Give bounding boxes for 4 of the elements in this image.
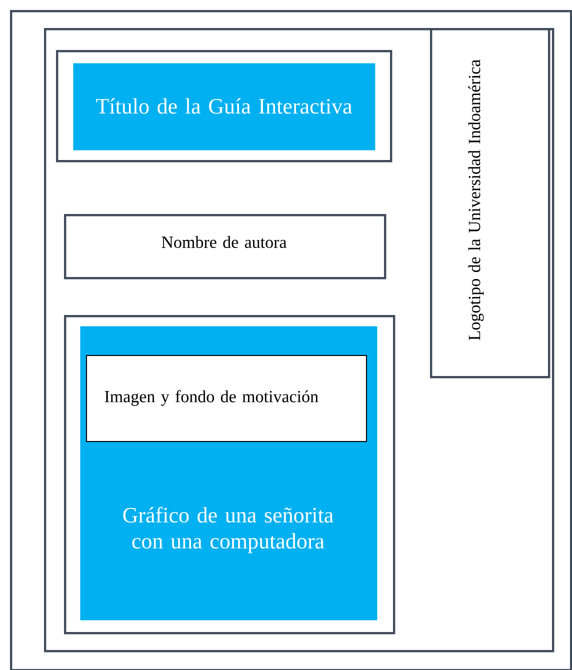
text-box: Imagen y fondo de motivación xyxy=(86,355,367,442)
content-box: Título de la Guía Interactiva xyxy=(73,63,376,150)
frame-box: Nombre de autora xyxy=(64,214,386,280)
frame-box: Logotipo de la Universidad Indoamérica xyxy=(430,28,550,378)
